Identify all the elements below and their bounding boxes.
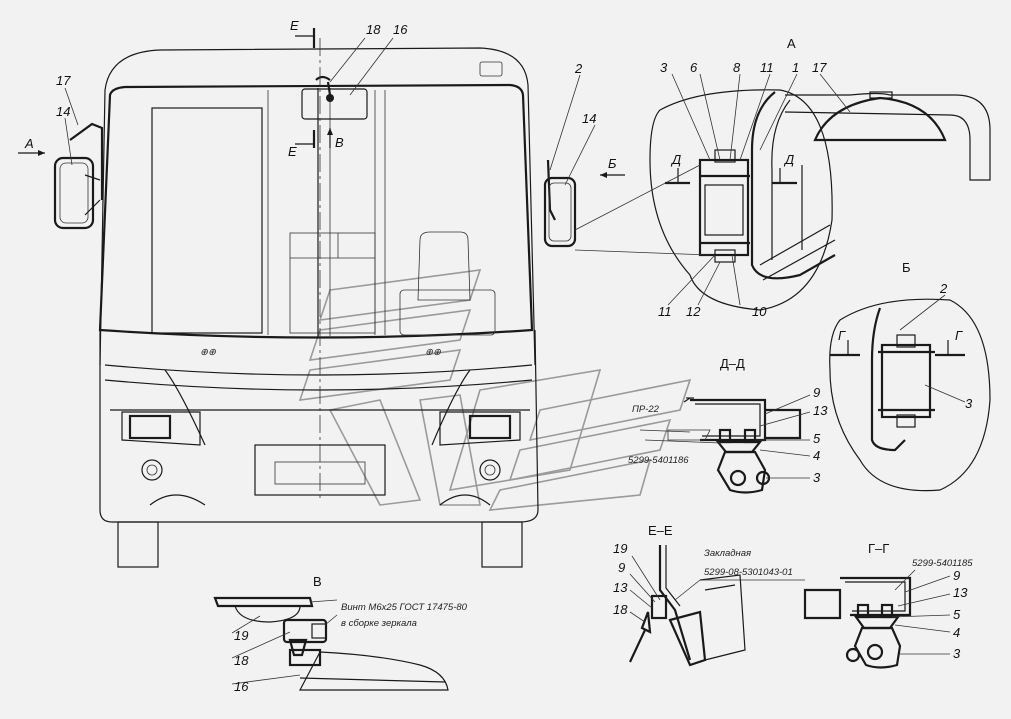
note-vint: Винт М6х25 ГОСТ 17475-80 <box>341 602 468 613</box>
view-v-title: В <box>313 574 322 589</box>
section-dd-title: Д–Д <box>720 356 745 371</box>
section-ee-title: Е–Е <box>648 523 673 538</box>
callout-13-gg: 13 <box>953 585 968 600</box>
note-zakladnaya-num: 5299-08-5301043-01 <box>704 567 793 578</box>
callout-11-a-top: 11 <box>760 60 774 75</box>
view-v: В <box>213 574 449 691</box>
arrow-v-label: В <box>335 135 344 150</box>
view-a-title: А <box>787 36 796 51</box>
cut-d-left: Д <box>670 152 681 167</box>
callout-13-ee: 13 <box>613 580 628 595</box>
callout-18-ee: 18 <box>613 602 628 617</box>
callout-9-gg: 9 <box>953 568 960 583</box>
callout-4-dd: 4 <box>813 448 820 463</box>
cut-g-right: Г <box>955 328 963 343</box>
callout-9-dd: 9 <box>813 385 820 400</box>
arrow-b-label: Б <box>608 156 617 171</box>
callout-16-front: 16 <box>393 22 408 37</box>
cut-e-top: Е <box>290 18 299 33</box>
callout-10-a: 10 <box>752 304 767 319</box>
view-b-title: Б <box>902 260 911 275</box>
section-dd: Д–Д <box>639 356 811 494</box>
watermark-logo <box>298 269 692 511</box>
svg-text:⊕⊕: ⊕⊕ <box>425 347 441 358</box>
callout-19-v: 19 <box>234 628 248 643</box>
callout-17-front: 17 <box>56 73 71 88</box>
section-ee: Е–Е <box>629 523 805 667</box>
callout-18-front: 18 <box>366 22 381 37</box>
callout-3-b: 3 <box>965 396 973 411</box>
note-part-185: 5299-5401185 <box>912 558 973 569</box>
callout-3-dd: 3 <box>813 470 821 485</box>
section-gg-title: Г–Г <box>868 541 889 556</box>
callout-12-a: 12 <box>686 304 701 319</box>
callout-5-dd: 5 <box>813 431 821 446</box>
callout-8-a: 8 <box>733 60 741 75</box>
cut-e-bottom: Е <box>288 144 297 159</box>
callout-17-a: 17 <box>812 60 827 75</box>
callout-13-dd: 13 <box>813 403 828 418</box>
cut-g-left: Г <box>838 328 846 343</box>
cut-d-right: Д <box>783 152 794 167</box>
note-zakladnaya: Закладная <box>704 548 751 559</box>
section-gg: Г–Г <box>803 541 951 669</box>
callout-14-right: 14 <box>582 111 596 126</box>
callout-6-a: 6 <box>690 60 698 75</box>
callout-2-b: 2 <box>939 281 948 296</box>
view-b: Б Г Г <box>829 260 991 492</box>
note-pr22: ПР-22 <box>632 404 660 415</box>
view-a: А Д Д <box>574 36 991 311</box>
svg-text:⊕⊕: ⊕⊕ <box>200 347 216 358</box>
callout-11-a-bottom: 11 <box>658 304 672 319</box>
note-part-186: 5299-5401186 <box>628 455 689 466</box>
callout-3-a: 3 <box>660 60 668 75</box>
callout-3-gg: 3 <box>953 646 961 661</box>
callout-14-left: 14 <box>56 104 70 119</box>
arrow-a-label: А <box>24 136 34 151</box>
callout-5-gg: 5 <box>953 607 961 622</box>
callout-18-v: 18 <box>234 653 249 668</box>
callout-16-v: 16 <box>234 679 249 694</box>
callout-1-a: 1 <box>792 60 799 75</box>
note-v-sborke: в сборке зеркала <box>341 618 417 629</box>
bus-front-view: ⊕⊕ ⊕⊕ А Б В Е Е <box>18 18 625 568</box>
callout-9-ee: 9 <box>618 560 625 575</box>
callout-4-gg: 4 <box>953 625 960 640</box>
callout-19-ee: 19 <box>613 541 627 556</box>
callout-2-front: 2 <box>574 61 583 76</box>
